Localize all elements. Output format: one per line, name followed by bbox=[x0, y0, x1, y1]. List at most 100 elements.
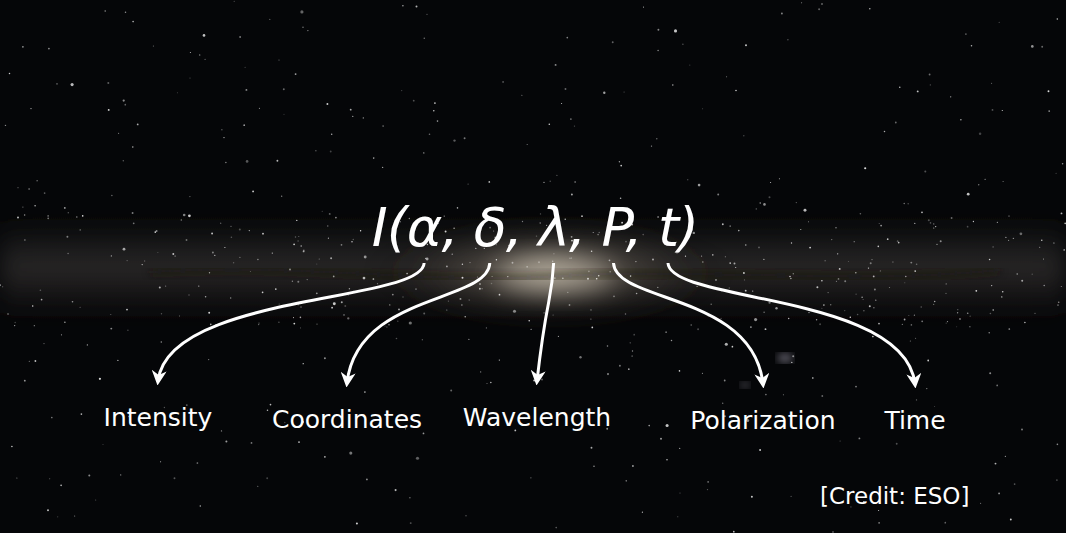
star bbox=[300, 245, 302, 247]
star bbox=[491, 283, 493, 285]
star bbox=[926, 388, 927, 389]
star bbox=[979, 132, 981, 134]
star bbox=[123, 160, 124, 161]
star bbox=[759, 449, 761, 451]
star bbox=[486, 383, 487, 384]
star bbox=[910, 262, 912, 264]
star bbox=[533, 379, 535, 381]
term-label: Coordinates bbox=[272, 405, 422, 434]
star bbox=[967, 226, 969, 228]
star bbox=[492, 276, 493, 277]
star bbox=[239, 257, 240, 258]
star bbox=[671, 340, 672, 341]
star bbox=[914, 315, 915, 316]
star bbox=[416, 457, 419, 460]
star bbox=[752, 290, 753, 291]
star bbox=[530, 477, 531, 478]
star bbox=[697, 328, 699, 330]
star bbox=[88, 475, 90, 477]
star bbox=[278, 59, 279, 60]
star bbox=[840, 441, 841, 442]
star bbox=[821, 308, 822, 309]
star bbox=[940, 240, 942, 242]
star bbox=[593, 465, 595, 467]
star bbox=[930, 222, 932, 224]
star bbox=[657, 29, 659, 31]
star bbox=[1057, 18, 1058, 19]
star bbox=[924, 170, 926, 172]
star bbox=[204, 59, 205, 60]
star bbox=[872, 336, 874, 338]
star bbox=[944, 522, 946, 524]
star bbox=[1056, 479, 1058, 481]
star bbox=[22, 46, 24, 48]
star bbox=[970, 316, 971, 317]
star bbox=[40, 289, 42, 291]
star bbox=[620, 165, 622, 167]
star bbox=[607, 345, 609, 347]
star bbox=[702, 373, 703, 374]
star bbox=[831, 239, 832, 240]
star bbox=[710, 303, 712, 305]
star bbox=[555, 527, 557, 529]
star bbox=[303, 363, 304, 364]
star bbox=[765, 328, 767, 330]
star bbox=[989, 372, 991, 374]
star bbox=[95, 499, 96, 500]
star bbox=[67, 253, 68, 254]
pointer-arrow bbox=[347, 263, 490, 383]
star bbox=[967, 193, 970, 196]
star bbox=[258, 324, 259, 325]
star bbox=[1041, 46, 1043, 48]
star bbox=[574, 125, 575, 126]
star bbox=[189, 77, 190, 78]
star bbox=[630, 342, 631, 343]
star bbox=[860, 213, 862, 215]
star bbox=[289, 269, 291, 271]
star bbox=[462, 277, 464, 279]
star bbox=[998, 492, 1000, 494]
star bbox=[133, 222, 135, 224]
star bbox=[401, 90, 402, 91]
star bbox=[921, 320, 923, 322]
star bbox=[868, 267, 869, 268]
star bbox=[322, 211, 323, 212]
star bbox=[80, 307, 81, 308]
star bbox=[74, 516, 75, 517]
star bbox=[543, 312, 545, 314]
star bbox=[825, 260, 826, 261]
star bbox=[488, 181, 490, 183]
star bbox=[861, 297, 862, 298]
star bbox=[916, 264, 918, 266]
star bbox=[945, 293, 946, 294]
star bbox=[1048, 90, 1050, 92]
star bbox=[307, 279, 308, 280]
star bbox=[729, 225, 731, 227]
star bbox=[830, 304, 832, 306]
star bbox=[1057, 304, 1059, 306]
star bbox=[144, 260, 145, 261]
star bbox=[870, 262, 872, 264]
star bbox=[1013, 238, 1014, 239]
star bbox=[402, 296, 404, 298]
star bbox=[107, 82, 109, 84]
star bbox=[648, 425, 650, 427]
star bbox=[409, 321, 412, 324]
star bbox=[198, 285, 199, 286]
star bbox=[543, 182, 544, 183]
star bbox=[127, 260, 128, 261]
star bbox=[957, 309, 958, 310]
star bbox=[863, 310, 864, 311]
star bbox=[249, 230, 250, 231]
star bbox=[225, 162, 227, 164]
star bbox=[124, 104, 126, 106]
star bbox=[14, 325, 15, 326]
star bbox=[209, 272, 210, 273]
star bbox=[566, 37, 568, 39]
star bbox=[221, 430, 222, 431]
star bbox=[858, 437, 860, 439]
star bbox=[49, 478, 50, 479]
star bbox=[707, 481, 708, 482]
star bbox=[549, 181, 550, 182]
star bbox=[37, 180, 38, 181]
